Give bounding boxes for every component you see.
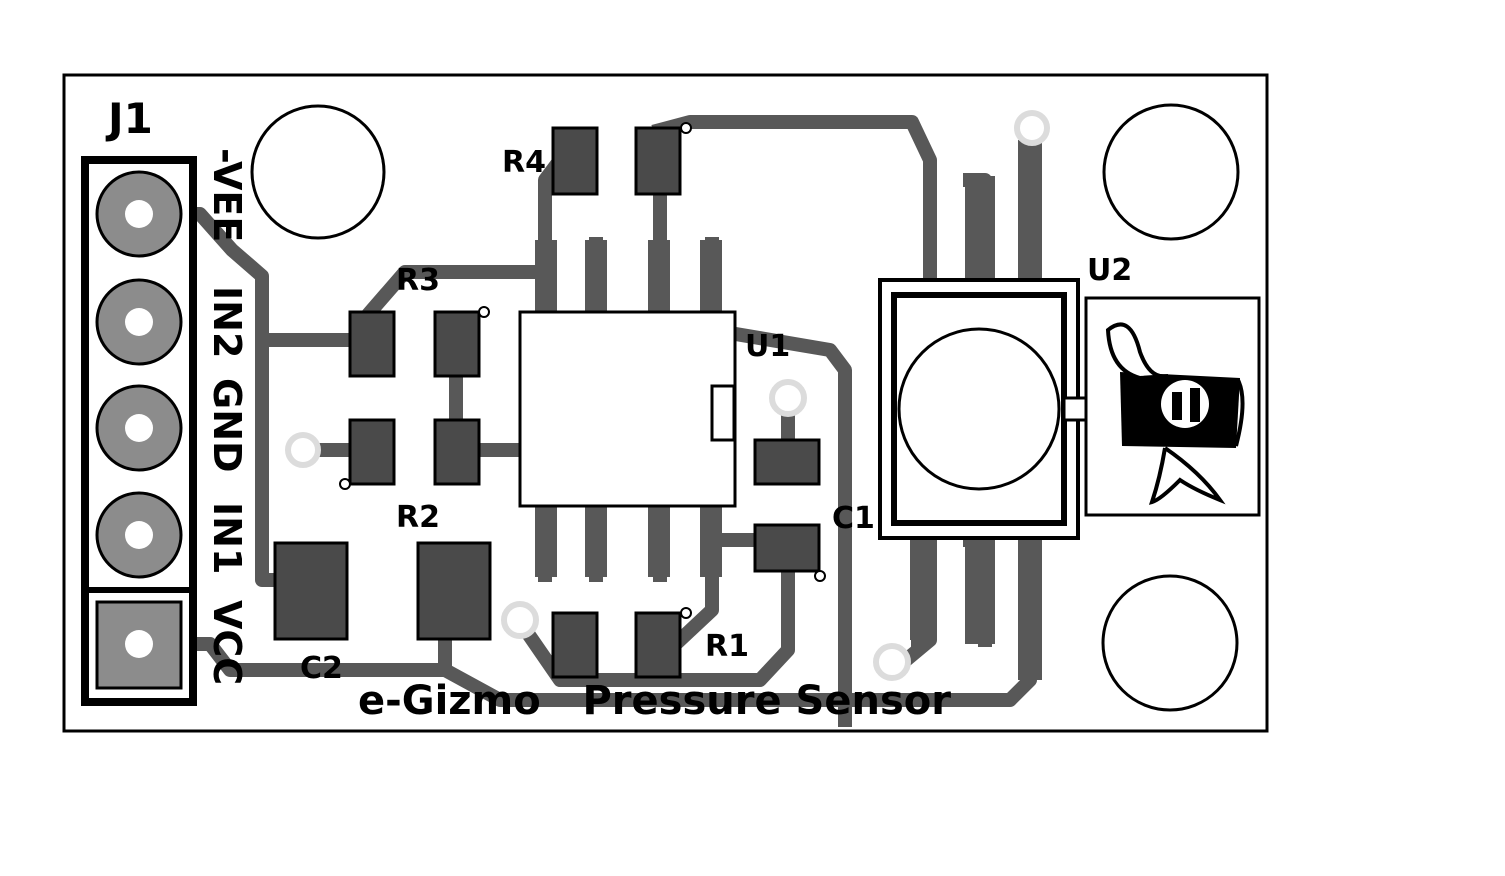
u2-pad-top-right — [1018, 140, 1042, 280]
u2-pad-top-left — [965, 176, 995, 280]
mounting-hole-top-right — [1102, 103, 1240, 241]
r1-pad-2 — [634, 611, 682, 679]
label-c1: C1 — [832, 501, 875, 536]
r3-pad-1 — [348, 310, 396, 378]
u2-tab — [1062, 396, 1088, 422]
via-4 — [501, 601, 539, 639]
board-title: e-Gizmo Pressure Sensor — [358, 678, 951, 724]
trace-c1-down — [510, 553, 795, 687]
silkscreen-labels: R4 R3 R2 R1 U1 U2 C1 C2 — [300, 145, 1132, 686]
c2-pad-2 — [416, 541, 492, 641]
trace-r3-top — [362, 265, 552, 320]
label-u1: U1 — [745, 329, 790, 364]
r3-pad-2 — [433, 310, 481, 378]
pin1-markers — [339, 122, 826, 619]
label-u2: U2 — [1087, 253, 1132, 288]
r2-pad-2 — [433, 418, 481, 486]
label-r2: R2 — [396, 500, 440, 535]
r2-pad-1 — [348, 418, 396, 486]
u2-pad-bottom-right — [1018, 540, 1042, 680]
u1-notch — [710, 384, 736, 442]
pin-label-vcc: VCC — [205, 600, 249, 685]
smd-pads — [273, 126, 821, 679]
c1-pad-1 — [753, 438, 821, 486]
via-3 — [769, 379, 807, 417]
r4-pad-2 — [634, 126, 682, 196]
r1-pad-1 — [551, 611, 599, 679]
u2-pads — [910, 140, 1042, 680]
pin-label-vee: -VEE — [205, 148, 249, 242]
via-5 — [873, 643, 911, 681]
e-gizmo-logo-icon — [1105, 322, 1245, 505]
j1-pins — [95, 170, 183, 690]
label-r3: R3 — [396, 263, 440, 298]
via-1 — [285, 432, 321, 468]
u2-pad-bottom-left — [910, 540, 936, 640]
label-c2: C2 — [300, 651, 343, 686]
vias — [285, 110, 1050, 681]
j1-designator: J1 — [105, 94, 153, 143]
mounting-hole-top-left — [250, 104, 386, 240]
pin-label-in1: IN1 — [205, 502, 249, 574]
u2-pad-bottom-mid — [965, 540, 995, 644]
c1-pad-2 — [753, 523, 821, 573]
label-r4: R4 — [502, 145, 546, 180]
u2-sensor-port — [897, 327, 1061, 491]
r4-pad-1 — [551, 126, 599, 196]
pin-label-gnd: GND — [205, 378, 249, 473]
pin-label-in2: IN2 — [205, 286, 249, 358]
via-6 — [1014, 110, 1050, 146]
j1-pin-labels: -VEE IN2 GND IN1 VCC — [205, 148, 249, 685]
u1-body — [518, 310, 737, 508]
label-r1: R1 — [705, 629, 749, 664]
c2-pad-1 — [273, 541, 349, 641]
mounting-holes — [250, 103, 1240, 712]
mounting-hole-bottom-right — [1101, 574, 1239, 712]
u1-pin-pads — [535, 240, 722, 577]
